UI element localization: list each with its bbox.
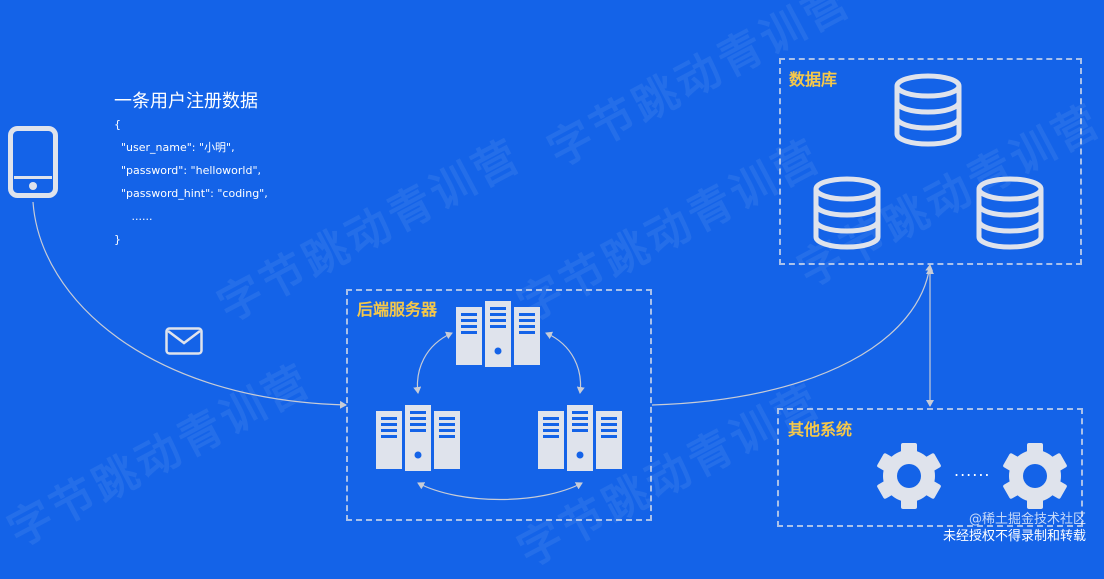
server-box xyxy=(346,289,652,521)
code-line: } xyxy=(114,233,121,246)
database-box-label: 数据库 xyxy=(789,70,838,89)
database-icon xyxy=(894,73,962,147)
client-data-code: { "user_name": "小明", "password": "hellow… xyxy=(114,113,268,251)
footer-watermark: @稀土掘金技术社区 未经授权不得录制和转载 xyxy=(943,511,1086,545)
code-line: { xyxy=(114,118,121,131)
code-line: "password": "helloworld", xyxy=(114,164,262,177)
mail-icon xyxy=(165,327,203,355)
other-systems-label: 其他系统 xyxy=(788,420,853,439)
server-link-top-right xyxy=(545,331,585,394)
server-icon xyxy=(376,405,460,471)
code-line: "user_name": "小明", xyxy=(114,141,235,154)
server-box-label: 后端服务器 xyxy=(357,300,438,319)
database-box xyxy=(779,58,1082,265)
other-systems-box xyxy=(777,408,1083,527)
server-link-bottom xyxy=(417,482,583,501)
code-line: ...... xyxy=(114,210,153,223)
phone-to-server-line xyxy=(32,201,347,409)
code-line: "password_hint": "coding", xyxy=(114,187,268,200)
client-data-title: 一条用户注册数据 xyxy=(114,91,258,112)
server-to-database-line xyxy=(651,264,934,406)
server-link-top-left xyxy=(413,331,453,394)
gear-icon xyxy=(1003,443,1067,509)
database-icon xyxy=(813,176,881,250)
other-systems-ellipsis: ...... xyxy=(954,461,991,480)
footer-line-1: @稀土掘金技术社区 xyxy=(968,512,1086,527)
server-icon xyxy=(456,301,540,367)
gear-icon xyxy=(877,443,941,509)
footer-line-2: 未经授权不得录制和转载 xyxy=(942,529,1086,544)
connector-layer xyxy=(32,201,934,501)
phone-icon xyxy=(8,126,58,198)
database-icon xyxy=(976,176,1044,250)
server-icon xyxy=(538,405,622,471)
